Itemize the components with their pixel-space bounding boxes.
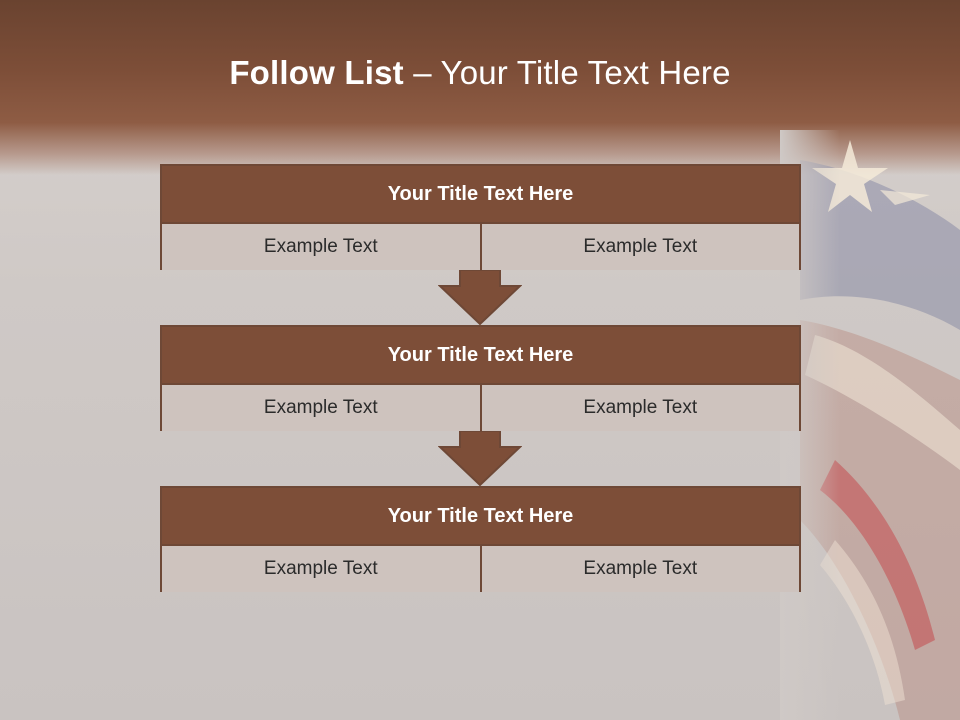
title-rest: – Your Title Text Here	[403, 54, 731, 91]
step-cell-right: Example Text	[479, 224, 799, 270]
step-cell-left: Example Text	[162, 385, 480, 431]
down-arrow-icon	[438, 431, 522, 487]
step-box: Your Title Text Here Example Text Exampl…	[160, 325, 801, 431]
down-arrow-icon	[438, 270, 522, 326]
step-row: Example Text Example Text	[162, 546, 799, 592]
step-title: Your Title Text Here	[162, 327, 799, 385]
step-title: Your Title Text Here	[162, 166, 799, 224]
step-title: Your Title Text Here	[162, 488, 799, 546]
step-cell-left: Example Text	[162, 224, 480, 270]
title-bold: Follow List	[229, 54, 404, 91]
step-cell-right: Example Text	[479, 385, 799, 431]
step-cell-right: Example Text	[479, 546, 799, 592]
step-box: Your Title Text Here Example Text Exampl…	[160, 486, 801, 592]
step-row: Example Text Example Text	[162, 224, 799, 270]
slide-title: Follow List – Your Title Text Here	[0, 54, 960, 92]
step-box: Your Title Text Here Example Text Exampl…	[160, 164, 801, 270]
step-row: Example Text Example Text	[162, 385, 799, 431]
step-cell-left: Example Text	[162, 546, 480, 592]
